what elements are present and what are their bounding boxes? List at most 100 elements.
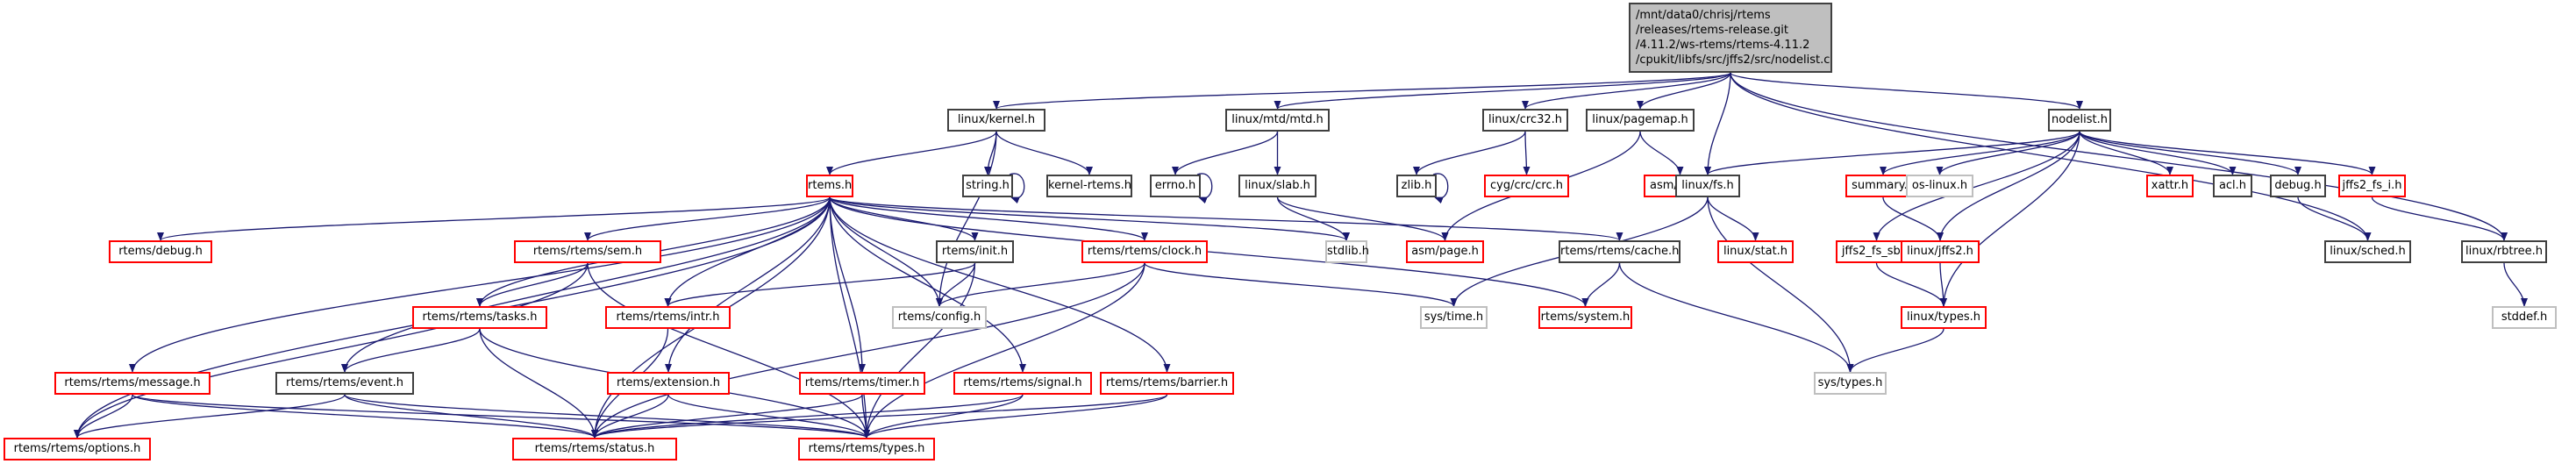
node-rtems-timer[interactable]: rtems/rtems/timer.h [799,372,925,395]
edge-rtems-extension-to-rtems-types [667,394,870,439]
node-jffs2-fs-i[interactable]: jffs2_fs_i.h [2338,175,2406,197]
node-linux-rbtree[interactable]: linux/rbtree.h [2461,240,2547,263]
edge-nodelist-h-to-xattr-h [2079,131,2173,175]
node-linux-stat[interactable]: linux/stat.h [1717,240,1794,263]
node-stddef-h: stddef.h [2492,306,2557,329]
node-rtems-config: rtems/config.h [892,306,987,329]
node-rtems-intr[interactable]: rtems/rtems/intr.h [605,306,731,329]
node-linux-pagemap[interactable]: linux/pagemap.h [1586,109,1695,132]
node-acl-h[interactable]: acl.h [2213,175,2252,197]
root-file-node: /mnt/data0/chrisj/rtems/releases/rtems-r… [1629,3,1832,73]
edge-nodelist-h-to-os-linux [1936,131,2080,175]
node-errno-h[interactable]: errno.h [1150,175,1201,197]
node-rtems-h[interactable]: rtems.h [806,175,853,197]
edge-rtems-message-to-rtems-status [132,394,598,439]
edge-nodelist-h-to-debug-h [2079,131,2301,175]
edge-root-to-linux-fs [1704,72,1731,175]
edge-debug-h-to-linux-sched [2297,196,2372,241]
node-rtems-init[interactable]: rtems/init.h [936,240,1014,263]
node-linux-mtd[interactable]: linux/mtd/mtd.h [1225,109,1330,132]
node-linux-fs[interactable]: linux/fs.h [1675,175,1740,197]
edge-rtems-message-to-rtems-types [132,394,870,439]
root-path-line: /cpukit/libfs/src/jffs2/src/nodelist.c [1636,54,1830,67]
node-kernel-rtems[interactable]: kernel-rtems.h [1046,175,1132,197]
node-rtems-types[interactable]: rtems/rtems/types.h [798,438,935,460]
edge-nodelist-h-to-jffs2-fs-sb [1873,131,2080,241]
edge-root-to-linux-pagemap [1637,72,1731,110]
edge-rtems-clock-to-sys-time [1144,262,1458,307]
edge-linux-slab-to-stdlib-h [1276,196,1350,241]
node-rtems-signal[interactable]: rtems/rtems/signal.h [953,372,1092,395]
edge-rtems-timer-to-rtems-status [591,394,863,439]
edge-nodelist-h-to-jffs2-fs-i [2079,131,2376,175]
edge-linux-kernel-to-rtems-config [936,131,997,307]
edge-rtems-cache-to-rtems-system [1581,262,1621,307]
edge-root-to-nodelist-h [1730,72,2083,110]
edge-errno-h-to-errno-h [1196,173,1213,204]
node-linux-sched[interactable]: linux/sched.h [2324,240,2411,263]
node-rtems-cache[interactable]: rtems/rtems/cache.h [1559,240,1680,263]
edge-rtems-h-to-rtems-init [829,196,979,241]
edge-rtems-signal-to-rtems-types [863,394,1024,439]
edge-rtems-tasks-to-rtems-status [479,328,598,439]
node-linux-kernel[interactable]: linux/kernel.h [947,109,1045,132]
edge-rtems-event-to-rtems-status [344,394,598,439]
edge-linux-slab-to-asm-page [1276,196,1449,241]
root-path-line: /4.11.2/ws-rtems/rtems-4.11.2 [1636,39,1810,52]
edge-linux-crc32-to-cyg-crc [1523,131,1531,175]
edge-rtems-barrier-to-rtems-status [591,394,1168,439]
node-cyg-crc[interactable]: cyg/crc/crc.h [1484,175,1569,197]
node-rtems-extension[interactable]: rtems/extension.h [607,372,730,395]
edge-rtems-h-to-rtems-message [129,196,831,373]
edge-rtems-barrier-to-rtems-types [863,394,1168,439]
node-zlib-h[interactable]: zlib.h [1396,175,1437,197]
node-nodelist-h[interactable]: nodelist.h [2048,109,2111,132]
node-rtems-system[interactable]: rtems/system.h [1538,306,1632,329]
node-linux-slab[interactable]: linux/slab.h [1238,175,1317,197]
node-rtems-message[interactable]: rtems/rtems/message.h [54,372,211,395]
edge-linux-crc32-to-zlib-h [1413,131,1526,175]
node-string-h[interactable]: string.h [962,175,1013,197]
edge-nodelist-h-to-acl-h [2079,131,2237,175]
root-path-line: /releases/rtems-release.git [1636,24,1789,37]
node-os-linux: os-linux.h [1906,175,1973,197]
edge-linux-kernel-to-rtems-h [826,131,997,175]
node-rtems-status[interactable]: rtems/rtems/status.h [512,438,677,460]
node-debug-h[interactable]: debug.h [2270,175,2326,197]
node-rtems-sem[interactable]: rtems/rtems/sem.h [514,240,661,263]
edge-jffs2-fs-sb-to-linux-types [1875,262,1947,307]
edge-rtems-h-to-rtems-extension [665,196,831,373]
node-rtems-options[interactable]: rtems/rtems/options.h [4,438,151,460]
edge-rtems-h-to-rtems-clock [829,196,1148,241]
edge-rtems-tasks-to-rtems-event [341,328,481,373]
edge-rtems-event-to-rtems-types [344,394,870,439]
edge-rtems-init-to-rtems-intr [664,262,976,307]
node-rtems-event[interactable]: rtems/rtems/event.h [275,372,414,395]
edge-rtems-h-to-rtems-timer [829,196,866,373]
edge-rtems-h-to-rtems-barrier [829,196,1171,373]
edge-rtems-h-to-rtems-types [829,196,870,439]
node-linux-crc32[interactable]: linux/crc32.h [1482,109,1568,132]
edge-linux-rbtree-to-stddef-h [2503,262,2528,307]
edge-rtems-h-to-rtems-signal [829,196,1026,373]
edge-root-to-linux-mtd [1274,72,1731,110]
edge-root-to-linux-sched [1730,72,2372,241]
edge-linux-kernel-to-kernel-rtems [995,131,1093,175]
edge-jffs2-fs-i-to-linux-rbtree [2371,196,2508,241]
edge-linux-jffs2-to-linux-types [1939,262,1947,307]
edge-linux-mtd-to-errno-h [1172,131,1279,175]
edge-rtems-clock-to-rtems-status [591,262,1145,439]
edge-root-to-linux-crc32 [1522,72,1731,110]
node-rtems-barrier[interactable]: rtems/rtems/barrier.h [1100,372,1234,395]
node-rtems-tasks[interactable]: rtems/rtems/tasks.h [412,306,547,329]
edge-linux-fs-to-sys-types [1707,196,1854,373]
edge-nodelist-h-to-linux-types [1940,131,2080,307]
node-xattr-h[interactable]: xattr.h [2146,175,2194,197]
node-linux-types[interactable]: linux/types.h [1901,306,1987,329]
node-rtems-debug[interactable]: rtems/debug.h [109,240,212,263]
node-linux-jffs2[interactable]: linux/jffs2.h [1901,240,1980,263]
edge-rtems-event-to-rtems-options [74,394,346,439]
edge-rtems-sem-to-rtems-options [74,262,589,439]
node-rtems-clock[interactable]: rtems/rtems/clock.h [1081,240,1208,263]
node-asm-page[interactable]: asm/page.h [1406,240,1484,263]
